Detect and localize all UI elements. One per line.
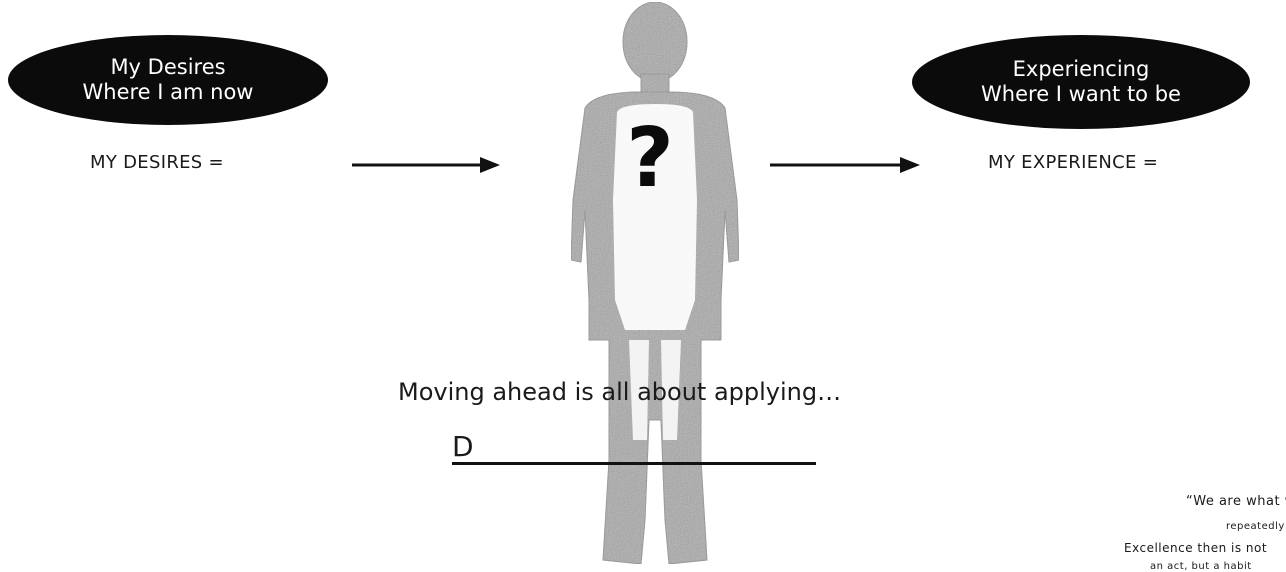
quote-line-3: Excellence then is not	[1124, 541, 1268, 555]
desired-state-subtitle: Where I want to be	[981, 82, 1181, 106]
question-mark: ?	[626, 111, 674, 206]
quote-line-2: repeatedly do	[1226, 521, 1286, 532]
current-state-subtitle: Where I am now	[82, 80, 254, 104]
quote-line-1: “We are what we	[1186, 494, 1286, 509]
desires-equation-label: MY DESIRES =	[90, 152, 224, 173]
desired-state-oval: Experiencing Where I want to be	[912, 35, 1250, 129]
fill-in-blank-line	[452, 462, 816, 465]
person-silhouette	[570, 1, 740, 565]
arrow-right-icon	[770, 157, 920, 173]
current-state-title: My Desires	[110, 55, 226, 79]
desired-state-title: Experiencing	[1012, 57, 1150, 81]
current-state-oval: My Desires Where I am now	[8, 35, 328, 125]
moving-ahead-text: Moving ahead is all about applying…	[398, 378, 842, 406]
quote-line-4: an act, but a habit	[1150, 561, 1252, 572]
experience-equation-label: MY EXPERIENCE =	[988, 152, 1159, 173]
blank-initial-letter: D	[452, 430, 474, 463]
arrow-right-icon	[352, 157, 500, 173]
